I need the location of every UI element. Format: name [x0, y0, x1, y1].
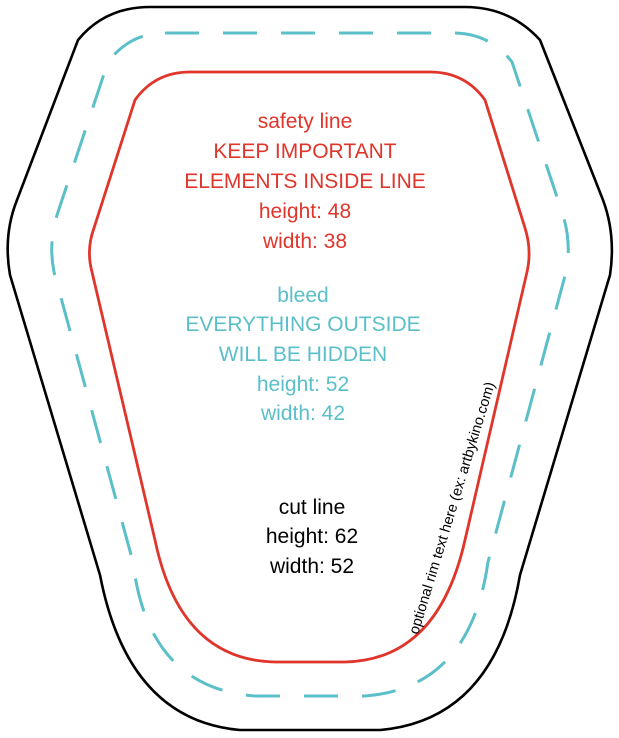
cut-width: width: 52	[269, 555, 354, 578]
bleed-note-line-2: WILL BE HIDDEN	[219, 343, 387, 366]
bleed-label-group: bleed EVERYTHING OUTSIDE WILL BE HIDDEN …	[185, 284, 420, 425]
bleed-height: height: 52	[257, 373, 349, 396]
safety-note-line-2: ELEMENTS INSIDE LINE	[184, 170, 426, 193]
safety-label-group: safety line KEEP IMPORTANT ELEMENTS INSI…	[184, 110, 426, 253]
safety-width: width: 38	[262, 230, 347, 253]
bleed-note-line-1: EVERYTHING OUTSIDE	[185, 313, 420, 336]
bleed-line-shape	[50, 31, 570, 698]
cut-height: height: 62	[266, 525, 358, 548]
cut-label-group: cut line height: 62 width: 52	[266, 496, 358, 578]
bleed-width: width: 42	[260, 402, 345, 425]
safety-note-line-1: KEEP IMPORTANT	[213, 140, 396, 163]
bleed-title: bleed	[277, 284, 328, 307]
safety-title: safety line	[258, 110, 353, 133]
safety-height: height: 48	[259, 200, 351, 223]
safety-line-shape	[88, 70, 531, 664]
cut-line-shape	[6, 5, 614, 732]
rim-text: optional rim text here (ex: artbykino.co…	[407, 380, 499, 636]
cut-title: cut line	[279, 496, 346, 519]
